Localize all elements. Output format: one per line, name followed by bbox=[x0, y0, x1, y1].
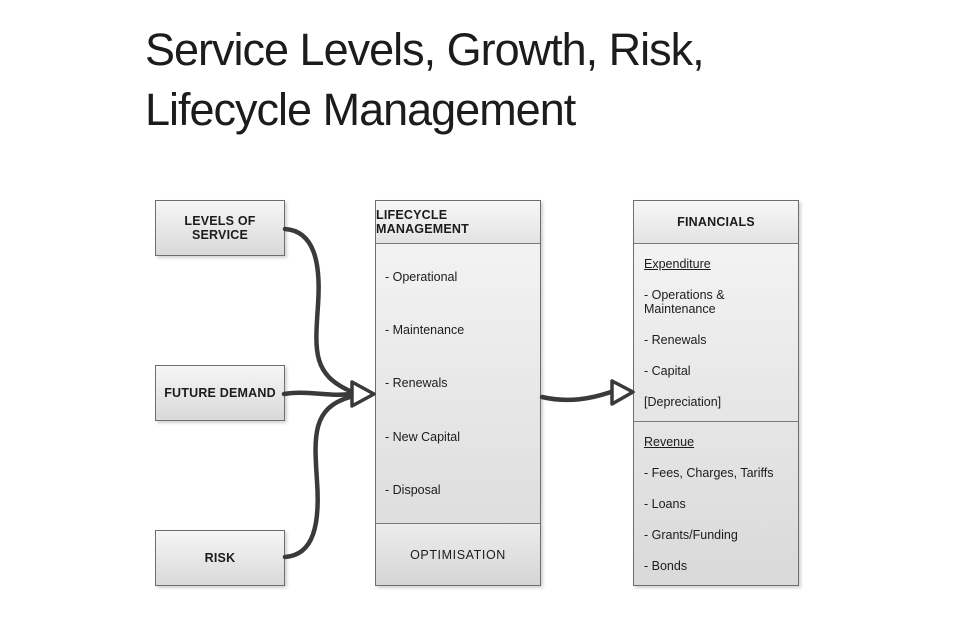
box-future-demand: FUTURE DEMAND bbox=[155, 365, 285, 421]
list-item: - Operational bbox=[385, 269, 458, 284]
arrow-risk-to-lifecycle bbox=[282, 394, 353, 560]
list-item: - Grants/Funding bbox=[644, 527, 738, 542]
box-levels-of-service: LEVELS OF SERVICE bbox=[155, 200, 285, 256]
arrowhead-into-financials bbox=[610, 379, 635, 406]
list-item: [Depreciation] bbox=[644, 394, 722, 409]
list-item: - Renewals bbox=[644, 332, 707, 347]
list-item: - Maintenance bbox=[385, 323, 465, 338]
financials-header: FINANCIALS bbox=[634, 201, 798, 244]
list-item: - Fees, Charges, Tariffs bbox=[644, 465, 774, 480]
list-item: - Loans bbox=[644, 496, 686, 511]
lifecycle-footer-optimisation: OPTIMISATION bbox=[376, 523, 540, 585]
list-item: - Renewals bbox=[385, 376, 448, 391]
list-item: - Operations & Maintenance bbox=[644, 287, 725, 316]
list-item: - Bonds bbox=[644, 558, 688, 573]
list-item: - New Capital bbox=[385, 429, 461, 444]
arrow-future-demand-to-lifecycle bbox=[281, 390, 353, 397]
lifecycle-header: LIFECYCLE MANAGEMENT bbox=[376, 201, 540, 244]
financials-expenditure-section: Expenditure - Operations & Maintenance -… bbox=[634, 244, 798, 422]
box-risk: RISK bbox=[155, 530, 285, 586]
page-title-line1: Service Levels, Growth, Risk, bbox=[145, 24, 705, 75]
expenditure-heading: Expenditure bbox=[644, 256, 711, 271]
box-levels-of-service-label: LEVELS OF SERVICE bbox=[184, 214, 256, 242]
box-lifecycle-management: LIFECYCLE MANAGEMENT - Operational - Mai… bbox=[375, 200, 541, 586]
box-financials: FINANCIALS Expenditure - Operations & Ma… bbox=[633, 200, 799, 586]
arrowhead-into-lifecycle bbox=[350, 380, 376, 408]
box-future-demand-label: FUTURE DEMAND bbox=[164, 386, 276, 400]
arrow-levels-of-service-to-lifecycle bbox=[282, 226, 353, 394]
lifecycle-item-list: - Operational - Maintenance - Renewals -… bbox=[376, 244, 540, 523]
revenue-heading: Revenue bbox=[644, 434, 695, 449]
page-title: Service Levels, Growth, Risk, Lifecycle … bbox=[145, 20, 705, 140]
list-item: - Capital bbox=[644, 363, 691, 378]
arrow-lifecycle-to-financials bbox=[539, 389, 614, 403]
financials-revenue-section: Revenue - Fees, Charges, Tariffs - Loans… bbox=[634, 422, 798, 585]
box-risk-label: RISK bbox=[204, 551, 236, 565]
page-title-line2: Lifecycle Management bbox=[145, 83, 576, 135]
list-item: - Disposal bbox=[385, 483, 441, 498]
